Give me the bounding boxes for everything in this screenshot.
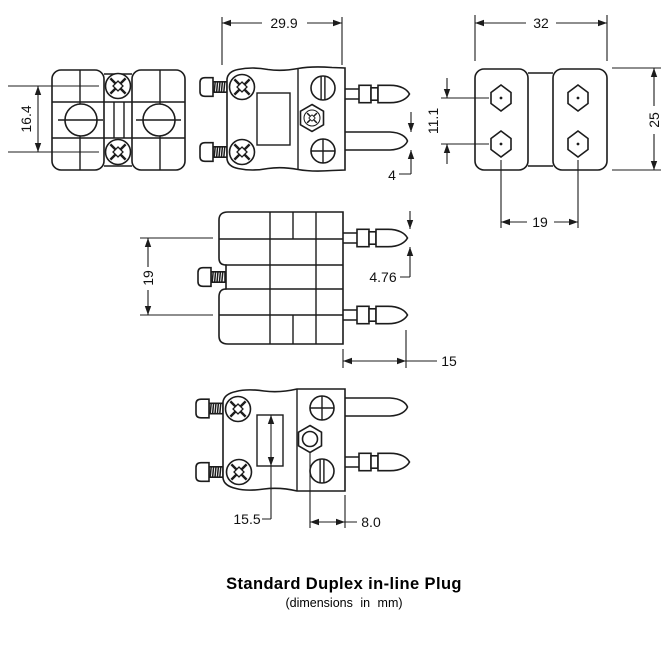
dim-label-32: 32: [533, 15, 549, 31]
slotted-screw-icon: [309, 458, 335, 484]
phillips-screw-icon: [228, 73, 256, 101]
dim-pin-center-spacing: 19: [140, 237, 213, 316]
dim-label-29-9: 29.9: [270, 15, 297, 31]
wire-hole-icon: [490, 84, 512, 112]
flat-pin: [344, 397, 409, 417]
dim-pin-vertical-spacing: 11.1: [425, 78, 489, 164]
round-pin: [344, 84, 411, 104]
dim-nut-to-edge: 8.0: [309, 453, 381, 530]
dim-label-11-1: 11.1: [425, 108, 441, 134]
wire-hole-icon: [567, 84, 589, 112]
dim-label-19-rear: 19: [532, 214, 548, 230]
dim-label-19-pins: 19: [140, 270, 156, 286]
side-screw-icon: [195, 461, 224, 483]
dim-flat-pin-width: 4: [388, 112, 415, 183]
type-window: [256, 414, 284, 467]
title-block: Standard Duplex in-line Plug (dimensions…: [226, 575, 462, 610]
dim-label-4: 4: [388, 167, 396, 183]
wire-hole-icon: [490, 130, 512, 158]
round-pin: [342, 228, 409, 248]
view-bottom-plug: 15.5 8.0: [195, 388, 411, 530]
dim-label-16-4: 16.4: [18, 105, 34, 132]
front-band-lines: [52, 101, 185, 139]
front-right-lobe: [131, 69, 186, 171]
front-center-notch: [113, 102, 125, 138]
dim-rear-width: 32: [474, 15, 608, 61]
dim-pin-length: 15: [342, 330, 457, 369]
side-screw-icon: [199, 76, 228, 98]
slotted-screw-icon: [310, 75, 336, 101]
view-rear-end: 32 11.1 25 19: [425, 15, 662, 230]
dim-label-8-0: 8.0: [361, 514, 381, 530]
drawing-subtitle: (dimensions in mm): [285, 596, 402, 610]
drawing-title: Standard Duplex in-line Plug: [226, 575, 462, 593]
phillips-screw-icon: [104, 138, 132, 166]
round-pin: [342, 305, 409, 325]
phillips-screw-icon: [228, 138, 256, 166]
cross-screw-icon: [310, 138, 336, 164]
side-screw-icon: [195, 398, 224, 419]
view-side: 19 4.76 15: [140, 211, 457, 369]
view-top-plug: 29.9 4: [199, 15, 415, 183]
round-pin: [344, 452, 411, 472]
front-left-lobe: [51, 69, 105, 171]
phillips-screw-icon: [224, 395, 252, 423]
dim-rear-height: 25: [612, 67, 662, 171]
hex-nut-icon: [301, 105, 324, 132]
side-body-outline: [218, 211, 344, 345]
wire-hole-icon: [567, 130, 589, 158]
dim-screw-spacing-front: 16.4: [8, 85, 99, 153]
dim-rear-hole-spacing: 19: [500, 160, 579, 230]
dim-label-15: 15: [441, 353, 457, 369]
dim-label-4-76: 4.76: [369, 269, 396, 285]
dim-label-15-5: 15.5: [233, 511, 260, 527]
side-screw-icon: [199, 141, 228, 163]
view-front-end: 16.4: [8, 69, 186, 171]
phillips-screw-icon: [225, 458, 253, 486]
side-internal-lines: [219, 212, 343, 344]
rear-center-band: [528, 72, 553, 167]
dim-window-length: 15.5: [233, 415, 275, 527]
dim-label-25: 25: [646, 112, 662, 128]
phillips-screw-icon: [104, 72, 132, 100]
hex-nut-icon: [297, 424, 323, 454]
rear-right-block: [552, 68, 608, 171]
dim-body-length: 29.9: [221, 15, 343, 65]
cross-screw-icon: [309, 395, 335, 421]
dim-round-pin-diameter: 4.76: [369, 211, 414, 285]
type-window: [256, 92, 291, 146]
flat-pin: [344, 131, 409, 151]
side-screw-icon: [197, 266, 226, 288]
